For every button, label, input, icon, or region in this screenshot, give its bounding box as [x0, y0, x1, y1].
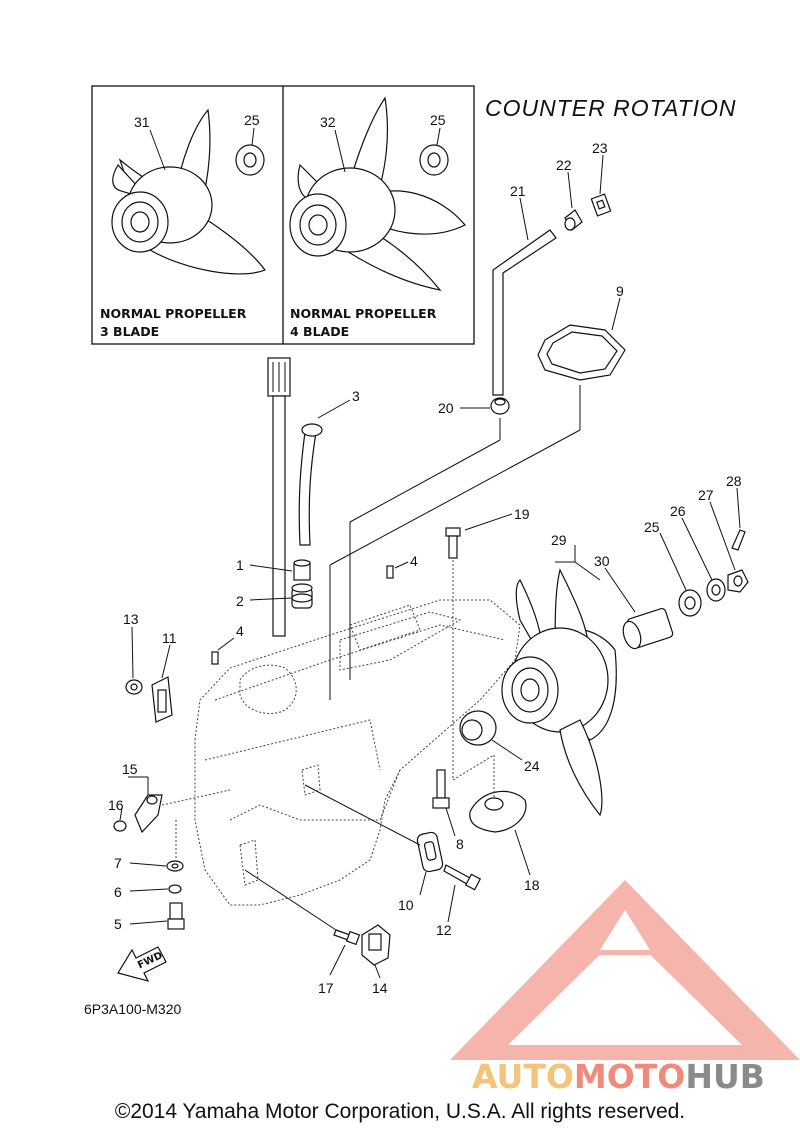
callout-14: 14	[372, 980, 388, 996]
part-15-anode	[134, 794, 163, 834]
inset-left-line1: NORMAL PROPELLER	[100, 306, 247, 321]
part-18-anode	[469, 790, 527, 833]
part-12-bolt	[443, 864, 482, 891]
callout-inset-31: 31	[134, 114, 150, 130]
callout-19: 19	[514, 506, 530, 522]
watermark-auto: AUTO	[472, 1057, 574, 1096]
propeller-4-blade	[289, 96, 466, 291]
part-5-bolt	[167, 902, 185, 930]
part-1-bushing	[293, 559, 311, 581]
callout-12: 12	[436, 922, 452, 938]
part-4-dowel-upper	[386, 565, 394, 579]
part-22-grommet	[564, 209, 583, 231]
lower-case-housing	[194, 599, 521, 906]
part-27-nut	[727, 569, 749, 593]
callout-29: 29	[551, 532, 567, 548]
callout-8: 8	[456, 836, 464, 852]
part-21-water-tube	[492, 229, 557, 396]
part-20-grommet	[490, 397, 510, 415]
part-8-bolt	[432, 769, 450, 809]
inset-box: 31 25 NORMAL PROPELLER 3 BLADE 32 25 NOR…	[91, 85, 475, 345]
part-19-bolt	[445, 527, 461, 559]
callout-21: 21	[510, 183, 526, 199]
copyright-notice: ©2014 Yamaha Motor Corporation, U.S.A. A…	[114, 1100, 686, 1123]
part-2-grommet	[291, 583, 313, 609]
part-29-propeller	[501, 568, 617, 817]
callout-15: 15	[122, 761, 138, 777]
part-26-washer	[706, 578, 726, 602]
callout-7: 7	[114, 855, 122, 871]
callout-10: 10	[398, 897, 414, 913]
callout-6: 6	[114, 884, 122, 900]
fwd-arrow-icon: FWD	[117, 946, 167, 982]
watermark-hub: HUB	[685, 1057, 765, 1096]
callout-inset-32: 32	[320, 114, 336, 130]
part-4-dowel-lower	[211, 651, 219, 665]
callout-2: 2	[236, 593, 244, 609]
watermark-logo	[450, 880, 800, 1060]
callout-5: 5	[114, 916, 122, 932]
inset-right-line2: 4 BLADE	[290, 324, 349, 339]
part-9-gasket	[537, 324, 626, 381]
part-10-cover	[416, 831, 444, 873]
callout-28: 28	[726, 473, 742, 489]
callout-4-upper: 4	[410, 553, 418, 569]
callout-11: 11	[162, 630, 177, 646]
inset-left-line2: 3 BLADE	[100, 324, 159, 339]
part-14-cover	[361, 924, 391, 966]
callout-3: 3	[352, 388, 360, 404]
callout-4-lower: 4	[236, 623, 244, 639]
part-30-bushing	[622, 607, 674, 650]
callout-30: 30	[594, 553, 610, 569]
spline-washer-left	[235, 144, 265, 176]
part-11-cover	[151, 676, 173, 723]
propeller-3-blade	[111, 108, 266, 275]
watermark-moto: MOTO	[574, 1057, 685, 1096]
callout-23: 23	[592, 140, 608, 156]
spline-washer-right	[419, 144, 449, 176]
part-23-clip	[590, 193, 612, 217]
part-25-spacer	[678, 589, 702, 617]
callout-1: 1	[236, 557, 244, 573]
callout-20: 20	[438, 400, 454, 416]
callout-18: 18	[524, 877, 540, 893]
part-28-cotter-pin	[731, 529, 746, 551]
callout-25: 25	[644, 519, 660, 535]
watermark-text: AUTOMOTOHUB	[472, 1057, 765, 1096]
part-3-water-tube	[298, 423, 323, 546]
part-17-bolt	[333, 929, 361, 946]
callout-17: 17	[318, 980, 334, 996]
callout-24: 24	[524, 758, 540, 774]
part-7-washer	[166, 860, 184, 872]
callout-9: 9	[616, 283, 624, 299]
inset-right-line1: NORMAL PROPELLER	[290, 306, 437, 321]
callout-26: 26	[670, 503, 686, 519]
part-13-nut	[125, 679, 143, 695]
callout-16: 16	[108, 797, 124, 813]
part-6-washer	[168, 884, 182, 894]
part-16-nut	[113, 820, 127, 832]
drive-shaft	[267, 357, 291, 637]
callout-inset-25-right: 25	[430, 112, 446, 128]
callout-22: 22	[556, 157, 572, 173]
callout-27: 27	[698, 487, 714, 503]
callout-inset-25-left: 25	[244, 112, 260, 128]
callout-13: 13	[123, 611, 139, 627]
diagram-title: COUNTER ROTATION	[485, 95, 737, 121]
diagram-code: 6P3A100-M320	[84, 1001, 182, 1017]
part-24-thrust-washer	[459, 710, 497, 746]
